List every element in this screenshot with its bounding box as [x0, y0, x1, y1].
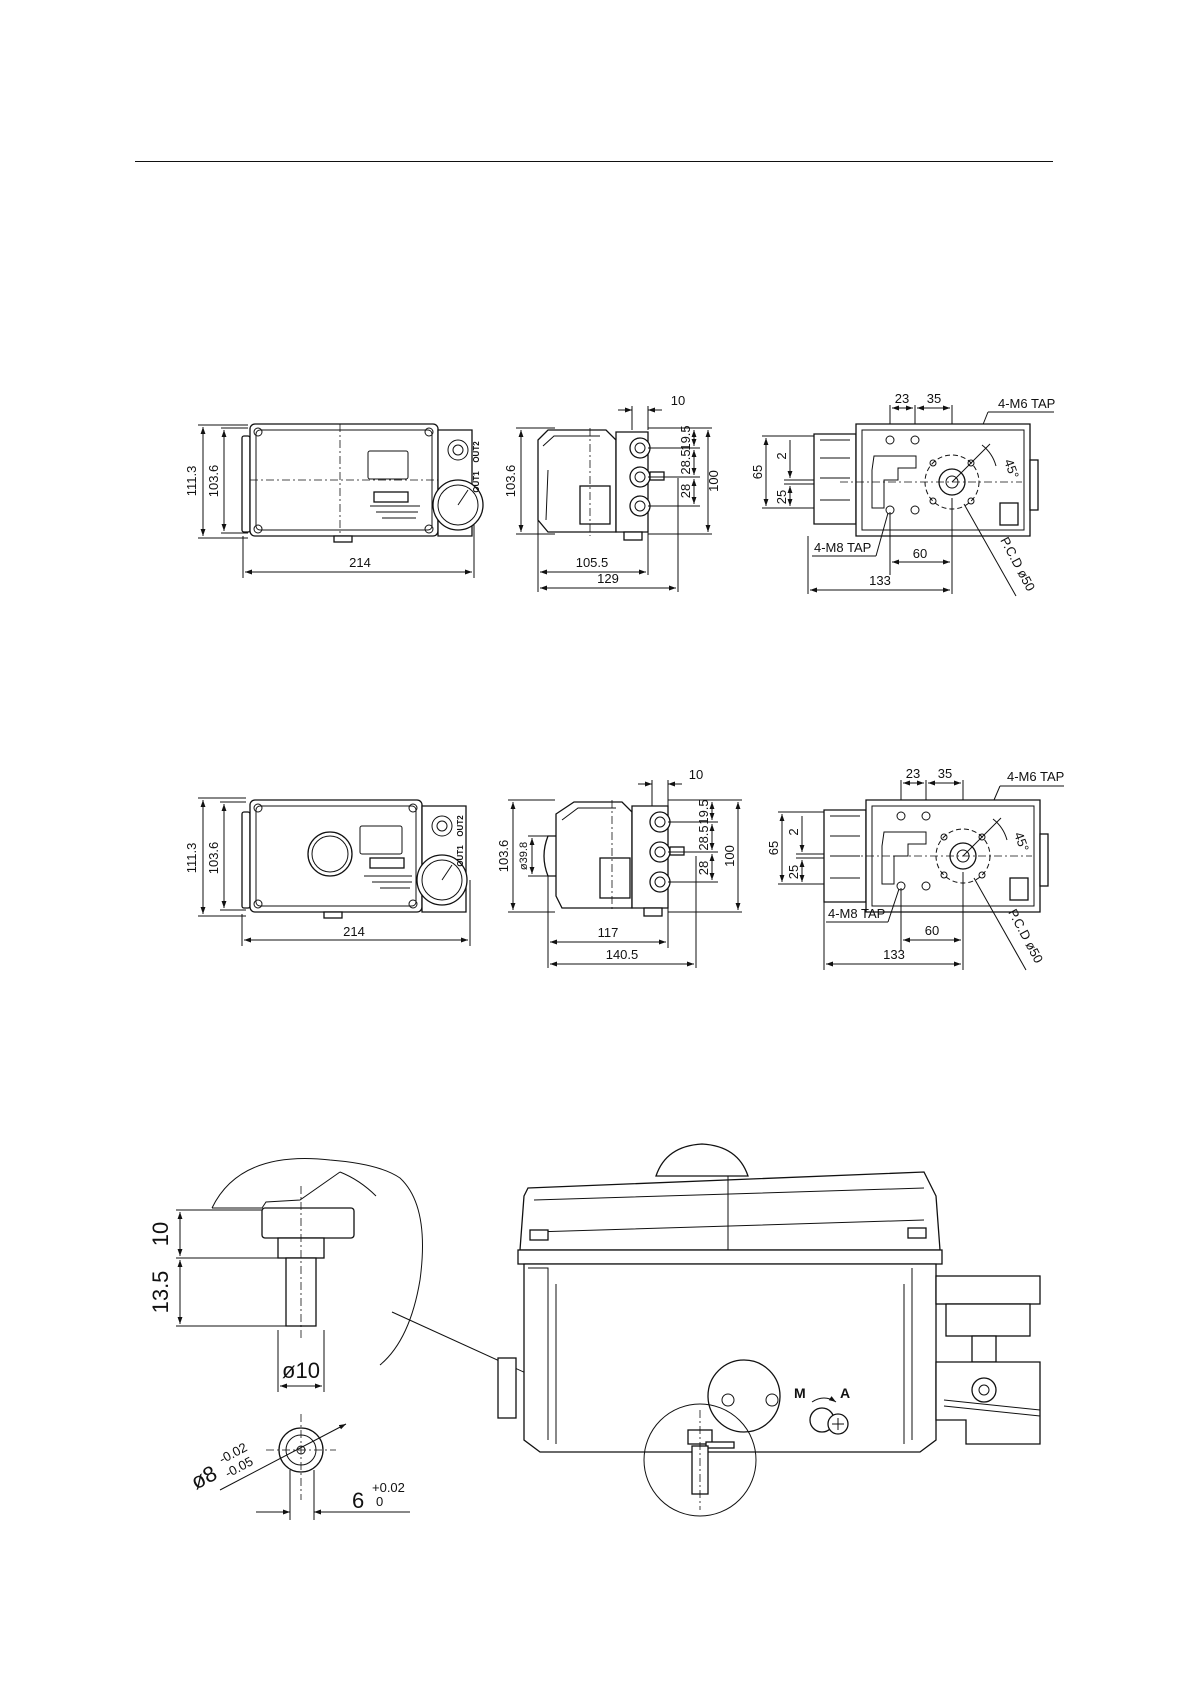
dim-35: 35 — [927, 391, 941, 406]
dim-23: 23 — [906, 766, 920, 781]
view1-side: 103.6 10 19.5 28.5 28 100 105.5 129 — [503, 393, 721, 592]
dim-key-6: 6 — [352, 1488, 364, 1513]
dim-60: 60 — [913, 546, 927, 561]
dim-shaft-10: 10 — [148, 1222, 173, 1246]
dim-28: 28 — [678, 484, 693, 498]
label-a: A — [840, 1385, 850, 1401]
dim-28-5: 28.5 — [678, 449, 693, 474]
dim-2: 2 — [774, 452, 789, 459]
dim-shaft-13-5: 13.5 — [148, 1271, 173, 1314]
tol-key-6-upper: +0.02 — [372, 1480, 405, 1495]
dim-103-6: 103.6 — [206, 465, 221, 498]
dim-23: 23 — [895, 391, 909, 406]
view2-bottom: 23 35 4-M6 TAP 45° 65 2 25 60 133 4-M8 T… — [766, 766, 1064, 970]
dim-10: 10 — [689, 767, 703, 782]
dim-214: 214 — [349, 555, 371, 570]
dim-214: 214 — [343, 924, 365, 939]
view2-front: 111.3 103.6 214 OUT2 OUT1 — [184, 798, 470, 946]
dim-dia-39-8: ø39.8 — [518, 842, 530, 870]
dim-100: 100 — [706, 470, 721, 492]
dim-25: 25 — [774, 490, 789, 504]
tol-key-6-lower: 0 — [376, 1494, 383, 1509]
dim-103-6: 103.6 — [496, 840, 511, 873]
dim-28: 28 — [696, 861, 711, 875]
dim-65: 65 — [766, 841, 781, 855]
positioner-side-view: M A — [498, 1144, 1040, 1516]
dim-65: 65 — [750, 465, 765, 479]
dim-shaft-dia-10: ø10 — [282, 1358, 320, 1383]
dim-10: 10 — [671, 393, 685, 408]
dim-140-5: 140.5 — [606, 947, 639, 962]
label-m: M — [794, 1385, 806, 1401]
note-4-m6-tap: 4-M6 TAP — [1007, 769, 1064, 784]
port-out1-label: OUT1 — [456, 845, 465, 867]
dim-105-5: 105.5 — [576, 555, 609, 570]
dim-dia-8: ø8 — [187, 1460, 221, 1494]
dim-2: 2 — [786, 828, 801, 835]
note-4-m8-tap: 4-M8 TAP — [814, 540, 871, 555]
dim-28-5: 28.5 — [696, 825, 711, 850]
dim-133: 133 — [869, 573, 891, 588]
dim-35: 35 — [938, 766, 952, 781]
dim-111-3: 111.3 — [184, 843, 199, 874]
dim-103-6: 103.6 — [206, 842, 221, 875]
note-4-m8-tap: 4-M8 TAP — [828, 906, 885, 921]
dim-25: 25 — [786, 865, 801, 879]
dim-19-5: 19.5 — [696, 799, 711, 824]
dim-19-5: 19.5 — [678, 425, 693, 450]
dim-103-6: 103.6 — [503, 465, 518, 498]
port-out2-label: OUT2 — [472, 441, 481, 463]
note-4-m6-tap: 4-M6 TAP — [998, 396, 1055, 411]
view1-front: 111.3 103.6 214 OUT2 OUT1 — [184, 424, 483, 578]
dim-117: 117 — [598, 925, 619, 940]
dim-133: 133 — [883, 947, 905, 962]
view2-side: 103.6 ø39.8 10 19.5 28.5 28 100 117 140.… — [496, 767, 742, 968]
port-out1-label: OUT1 — [472, 471, 481, 493]
pcd-label: P.C.D ø50 — [997, 534, 1038, 593]
dim-60: 60 — [925, 923, 939, 938]
view1-bottom: 23 35 4-M6 TAP 45° 65 2 25 60 133 4-M8 T… — [750, 391, 1055, 596]
dim-100: 100 — [722, 845, 737, 867]
pcd-label: P.C.D ø50 — [1005, 906, 1046, 965]
dim-111-3: 111.3 — [184, 466, 199, 497]
dim-129: 129 — [597, 571, 619, 586]
port-out2-label: OUT2 — [456, 815, 465, 837]
